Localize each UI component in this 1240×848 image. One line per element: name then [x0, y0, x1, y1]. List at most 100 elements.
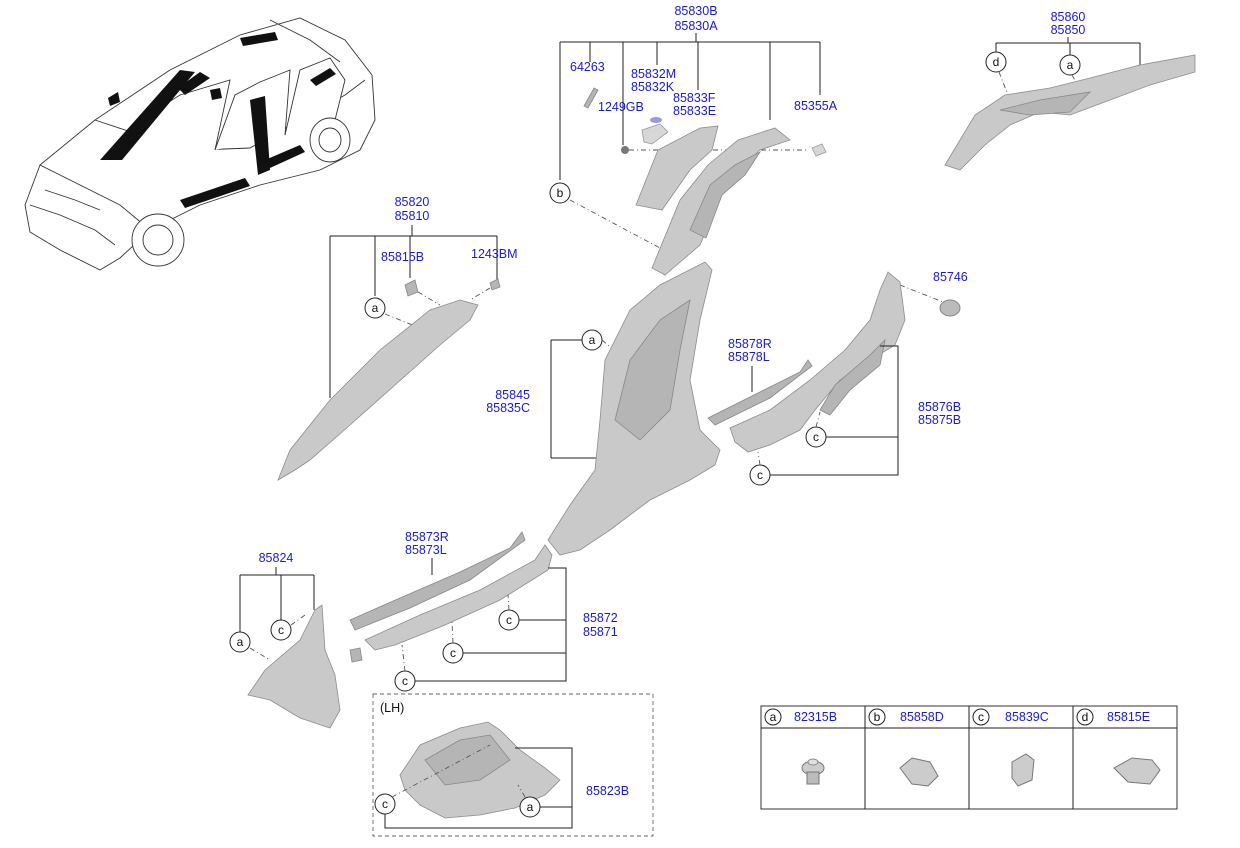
svg-text:c: c	[450, 646, 456, 660]
svg-text:c: c	[278, 623, 284, 637]
trim-85824	[247, 604, 341, 729]
callout-c: c	[442, 642, 464, 664]
label-85833F: 85833F	[673, 91, 716, 105]
label-85835C: 85835C	[486, 401, 530, 415]
trim-85878	[707, 359, 813, 426]
label-85355A: 85355A	[794, 99, 838, 113]
trim-85833	[635, 125, 719, 211]
svg-text:c: c	[506, 613, 512, 627]
group-85820: 85820 85810 85815B 1243BM a	[277, 195, 518, 481]
label-85850: 85850	[1051, 23, 1086, 37]
callout-c: c	[498, 609, 520, 631]
group-85823B: (LH) 85823B c a	[372, 693, 654, 837]
label-85832M: 85832M	[631, 67, 676, 81]
legend-part-85858D: 85858D	[900, 710, 944, 724]
label-85873R: 85873R	[405, 530, 449, 544]
trim-85873	[349, 531, 526, 631]
callout-b: b	[549, 182, 571, 204]
callout-a: a	[581, 329, 603, 351]
legend-item-c: c 85839C	[972, 708, 1049, 787]
clip-82315B-icon	[801, 758, 825, 785]
callout-c: c	[374, 793, 396, 815]
clip-85746	[939, 299, 961, 317]
label-85746: 85746	[933, 270, 968, 284]
vehicle-illustration	[24, 17, 376, 271]
label-85872: 85872	[583, 611, 618, 625]
trim-85872	[364, 544, 553, 651]
legend-item-a: a 82315B	[764, 708, 837, 785]
label-85810: 85810	[395, 209, 430, 223]
callout-a: a	[519, 796, 541, 818]
svg-text:d: d	[1082, 710, 1089, 724]
clip-85815B	[404, 279, 419, 297]
group-85830: 85830B 85830A 64263 85832M 85832K 1249GB…	[549, 4, 838, 276]
trim-85876	[729, 271, 906, 453]
label-85871: 85871	[583, 625, 618, 639]
callout-c: c	[394, 670, 416, 692]
label-64263: 64263	[570, 60, 605, 74]
clip-85839C-icon	[1011, 753, 1035, 787]
label-85873L: 85873L	[405, 543, 447, 557]
callout-c: c	[270, 619, 292, 641]
label-85830A: 85830A	[674, 19, 718, 33]
svg-text:a: a	[589, 333, 596, 347]
label-85830B: 85830B	[674, 4, 717, 18]
legend-item-b: b 85858D	[868, 708, 944, 787]
label-1243BM: 1243BM	[471, 247, 518, 261]
label-85860: 85860	[1051, 10, 1086, 24]
svg-text:b: b	[557, 186, 564, 200]
clip-85815E-icon	[1113, 757, 1161, 785]
label-85823B: 85823B	[586, 784, 629, 798]
callout-d: d	[985, 51, 1007, 73]
screw-marker	[650, 117, 662, 123]
label-85832K: 85832K	[631, 80, 675, 94]
svg-text:a: a	[237, 635, 244, 649]
callout-a: a	[1059, 54, 1081, 76]
svg-text:c: c	[978, 710, 984, 724]
svg-text:c: c	[402, 674, 408, 688]
callout-c: c	[805, 426, 827, 448]
group-85876: 85746 85878R 85878L 85876B 85875B c c	[707, 270, 968, 486]
trim-85860	[944, 54, 1196, 171]
legend-table: a 82315B b 85858D c 85839C d 85815E	[760, 705, 1178, 810]
label-85876B: 85876B	[918, 400, 961, 414]
svg-text:a: a	[372, 301, 379, 315]
label-1249GB: 1249GB	[598, 100, 644, 114]
legend-part-85815E: 85815E	[1107, 710, 1150, 724]
callout-a: a	[364, 297, 386, 319]
clip-85858D-icon	[899, 757, 939, 787]
group-85845: 85845 85835C a	[486, 261, 721, 556]
screw-1243BM	[489, 278, 501, 291]
legend-part-85839C: 85839C	[1005, 710, 1049, 724]
label-lh: (LH)	[380, 701, 404, 715]
svg-text:c: c	[382, 797, 388, 811]
callout-c: c	[749, 464, 771, 486]
svg-text:a: a	[527, 800, 534, 814]
legend-part-82315B: 82315B	[794, 710, 837, 724]
label-85824: 85824	[259, 551, 294, 565]
svg-text:a: a	[1067, 58, 1074, 72]
group-85824: 85824 a c	[229, 551, 363, 729]
group-85872: 85873R 85873L 85872 85871 c c c	[349, 530, 618, 692]
label-85845: 85845	[495, 388, 530, 402]
clip-64263	[583, 87, 599, 109]
group-85860: 85860 85850 d a	[944, 10, 1196, 171]
callout-a: a	[229, 631, 251, 653]
trim-85820	[277, 299, 479, 481]
label-85875B: 85875B	[918, 413, 961, 427]
part-85832	[641, 123, 669, 145]
svg-text:c: c	[757, 468, 763, 482]
svg-text:a: a	[770, 710, 777, 724]
label-85878R: 85878R	[728, 337, 772, 351]
svg-text:d: d	[993, 55, 1000, 69]
label-85833E: 85833E	[673, 104, 716, 118]
svg-text:b: b	[874, 710, 881, 724]
lh-dashed-box	[372, 693, 654, 837]
legend-item-d: d 85815E	[1076, 708, 1161, 785]
screw-1249GB	[621, 146, 629, 154]
label-85820: 85820	[395, 195, 430, 209]
label-85815B: 85815B	[381, 250, 424, 264]
label-85878L: 85878L	[728, 350, 770, 364]
svg-text:c: c	[813, 430, 819, 444]
